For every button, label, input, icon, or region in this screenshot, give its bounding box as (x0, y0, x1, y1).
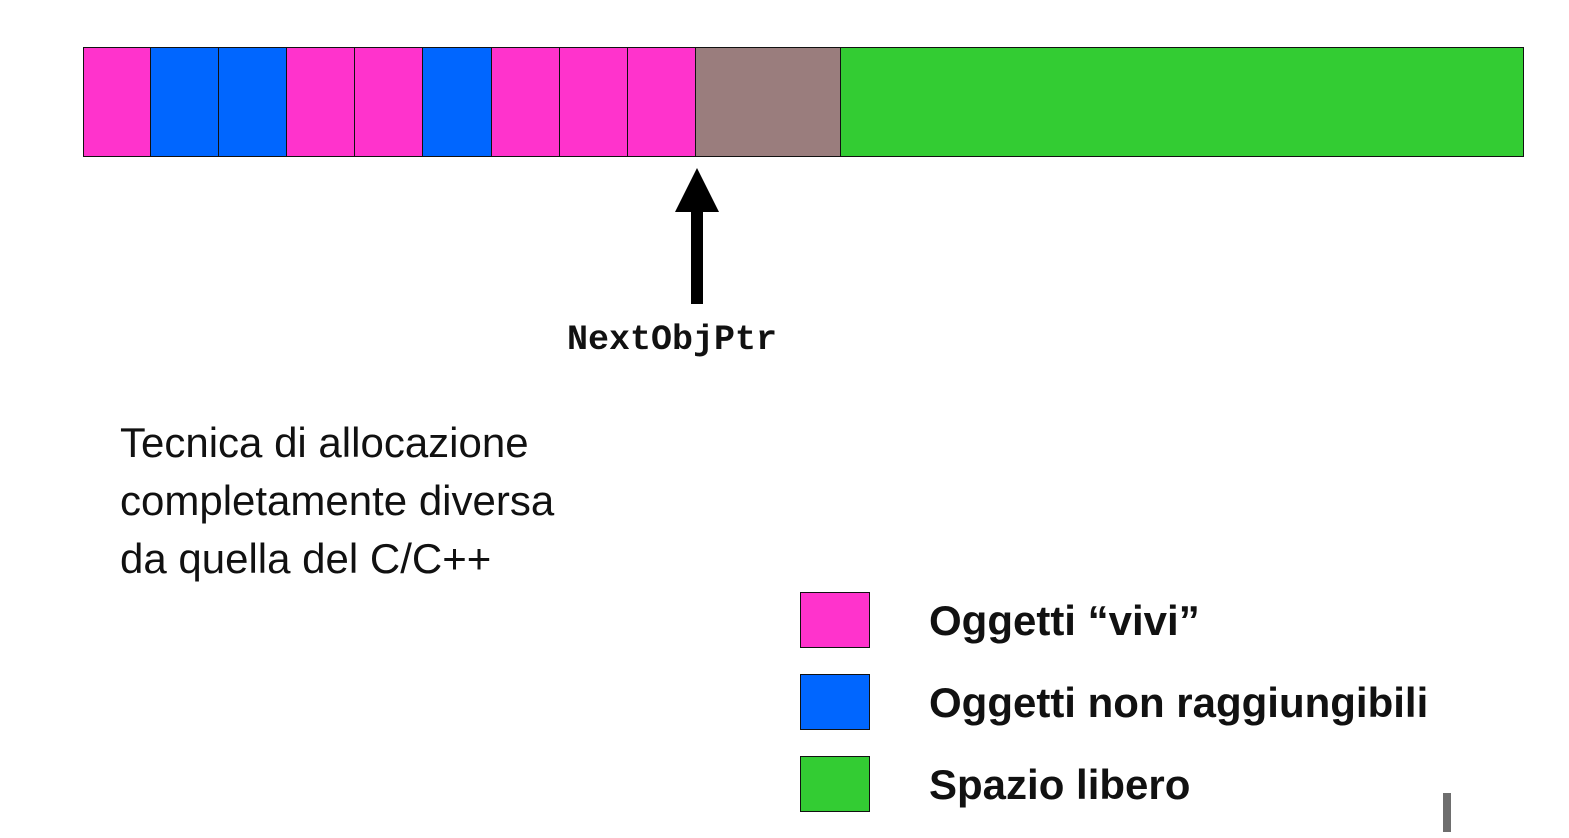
legend-item-live: Oggetti “vivi” (800, 592, 1520, 674)
description-line: Tecnica di allocazione (120, 419, 529, 466)
legend-label-unreachable: Oggetti non raggiungibili (929, 679, 1429, 726)
legend-swatch-free (800, 756, 870, 812)
heap-block-live (286, 47, 356, 157)
legend-item-free: Spazio libero (800, 756, 1520, 838)
legend: Oggetti “vivi” Oggetti non raggiungibili… (800, 592, 1520, 838)
heap-block-pointer-region (695, 47, 842, 157)
legend-label-free: Spazio libero (929, 761, 1191, 808)
legend-swatch-live (800, 592, 870, 648)
legend-swatch-unreachable (800, 674, 870, 730)
heap-block-live (558, 47, 629, 157)
legend-label-live: Oggetti “vivi” (929, 597, 1200, 644)
heap-block-live (354, 47, 424, 157)
next-obj-ptr-label: NextObjPtr (567, 320, 778, 360)
heap-block-live (627, 47, 697, 157)
legend-item-unreachable: Oggetti non raggiungibili (800, 674, 1520, 756)
heap-block-unreachable (422, 47, 493, 157)
heap-block-unreachable (149, 47, 220, 157)
description-line: da quella del C/C++ (120, 535, 492, 582)
description-line: completamente diversa (120, 477, 555, 524)
heap-block-live (490, 47, 561, 157)
up-arrow-icon (675, 168, 719, 304)
heap-block-unreachable (217, 47, 288, 157)
heap-block-live (83, 47, 152, 157)
description-text: Tecnica di allocazione completamente div… (120, 414, 680, 588)
heap-block-free (840, 47, 1524, 157)
heap-memory-bar (83, 47, 1524, 157)
corner-mark (1443, 793, 1451, 832)
